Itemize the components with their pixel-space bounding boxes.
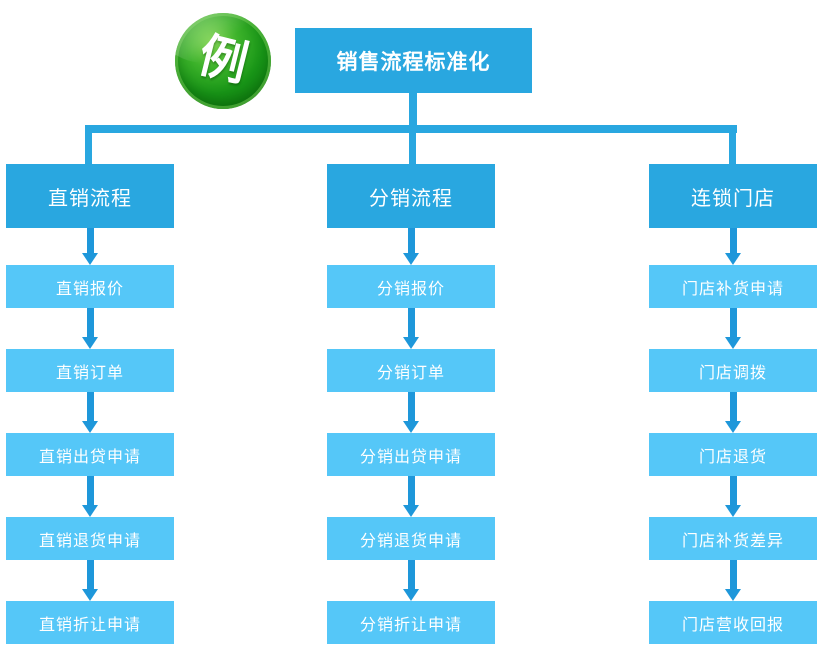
node-store-replenish-difference: 门店补货差异 [649, 517, 817, 560]
node-label: 直销报价 [55, 280, 124, 298]
node-label: 直销折让申请 [38, 616, 141, 634]
node-distribution-shipment-request: 分销出贷申请 [327, 433, 495, 476]
down-arrow-connector [403, 476, 419, 517]
example-badge-icon: 例 [175, 13, 271, 109]
node-distribution-return-request: 分销退货申请 [327, 517, 495, 560]
arrow-head [82, 505, 98, 517]
down-arrow-connector [82, 560, 98, 601]
node-label: 门店补货差异 [681, 532, 784, 550]
arrow-head [403, 589, 419, 601]
arrow-head [403, 337, 419, 349]
arrow-head [725, 421, 741, 433]
arrow-head [725, 505, 741, 517]
node-label: 分销订单 [376, 364, 445, 382]
down-arrow-connector [403, 560, 419, 601]
down-arrow-connector [725, 392, 741, 433]
arrow-stem [86, 560, 94, 589]
down-arrow-connector [82, 476, 98, 517]
node-distribution-order: 分销订单 [327, 349, 495, 392]
arrow-stem [729, 392, 737, 421]
node-label: 门店调拨 [698, 364, 767, 382]
down-arrow-connector [403, 392, 419, 433]
arrow-stem [86, 308, 94, 337]
node-direct-discount-request: 直销折让申请 [6, 601, 174, 644]
arrow-stem [729, 476, 737, 505]
node-label: 门店退货 [698, 448, 767, 466]
node-distribution-quote: 分销报价 [327, 265, 495, 308]
arrow-head [82, 589, 98, 601]
arrow-stem [407, 228, 415, 253]
arrow-head [725, 253, 741, 265]
down-arrow-connector [725, 560, 741, 601]
example-badge-label: 例 [193, 28, 253, 93]
node-store-replenish-request: 门店补货申请 [649, 265, 817, 308]
node-direct-quote: 直销报价 [6, 265, 174, 308]
connector-title-stem [409, 93, 417, 129]
column-distribution: 分销流程 分销报价 分销订单 分销出贷申请 分销退货申请 [327, 164, 495, 644]
down-arrow-connector [82, 392, 98, 433]
node-label: 直销流程 [48, 187, 132, 210]
node-direct-shipment-request: 直销出贷申请 [6, 433, 174, 476]
arrow-stem [86, 392, 94, 421]
node-label: 分销出贷申请 [359, 448, 462, 466]
arrow-head [725, 589, 741, 601]
connector-drop-direct-sales [85, 131, 92, 165]
node-label: 直销出贷申请 [38, 448, 141, 466]
arrow-stem [407, 476, 415, 505]
arrow-head [82, 421, 98, 433]
arrow-stem [729, 308, 737, 337]
arrow-head [403, 505, 419, 517]
down-arrow-connector [725, 308, 741, 349]
down-arrow-connector [725, 476, 741, 517]
node-label: 连锁门店 [691, 187, 775, 210]
arrow-stem [729, 228, 737, 253]
node-label: 直销订单 [55, 364, 124, 382]
arrow-stem [407, 560, 415, 589]
arrow-stem [407, 308, 415, 337]
node-direct-order: 直销订单 [6, 349, 174, 392]
node-chain-store: 连锁门店 [649, 164, 817, 228]
down-arrow-connector [403, 228, 419, 265]
down-arrow-connector [403, 308, 419, 349]
arrow-stem [86, 476, 94, 505]
arrow-head [403, 421, 419, 433]
arrow-head [403, 253, 419, 265]
connector-drop-distribution [409, 131, 416, 165]
node-direct-sales-process: 直销流程 [6, 164, 174, 228]
node-label: 分销报价 [376, 280, 445, 298]
node-store-return: 门店退货 [649, 433, 817, 476]
arrow-head [725, 337, 741, 349]
node-label: 分销流程 [369, 187, 453, 210]
arrow-stem [729, 560, 737, 589]
arrow-head [82, 337, 98, 349]
arrow-head [82, 253, 98, 265]
connector-drop-chain-store [729, 131, 736, 165]
node-direct-return-request: 直销退货申请 [6, 517, 174, 560]
node-label: 门店补货申请 [681, 280, 784, 298]
node-label: 门店营收回报 [681, 616, 784, 634]
node-store-transfer: 门店调拨 [649, 349, 817, 392]
node-store-revenue-report: 门店营收回报 [649, 601, 817, 644]
root-node-sales-process-standardization: 销售流程标准化 [295, 28, 532, 93]
root-node-label: 销售流程标准化 [336, 50, 491, 74]
node-label: 分销折让申请 [359, 616, 462, 634]
column-direct-sales: 直销流程 直销报价 直销订单 直销出贷申请 直销退货申请 [6, 164, 174, 644]
node-distribution-discount-request: 分销折让申请 [327, 601, 495, 644]
down-arrow-connector [82, 228, 98, 265]
node-label: 分销退货申请 [359, 532, 462, 550]
down-arrow-connector [725, 228, 741, 265]
arrow-stem [86, 228, 94, 253]
column-chain-store: 连锁门店 门店补货申请 门店调拨 门店退货 门店补货差异 [649, 164, 817, 644]
node-distribution-process: 分销流程 [327, 164, 495, 228]
arrow-stem [407, 392, 415, 421]
node-label: 直销退货申请 [38, 532, 141, 550]
connector-horizontal-bar [85, 125, 737, 133]
down-arrow-connector [82, 308, 98, 349]
